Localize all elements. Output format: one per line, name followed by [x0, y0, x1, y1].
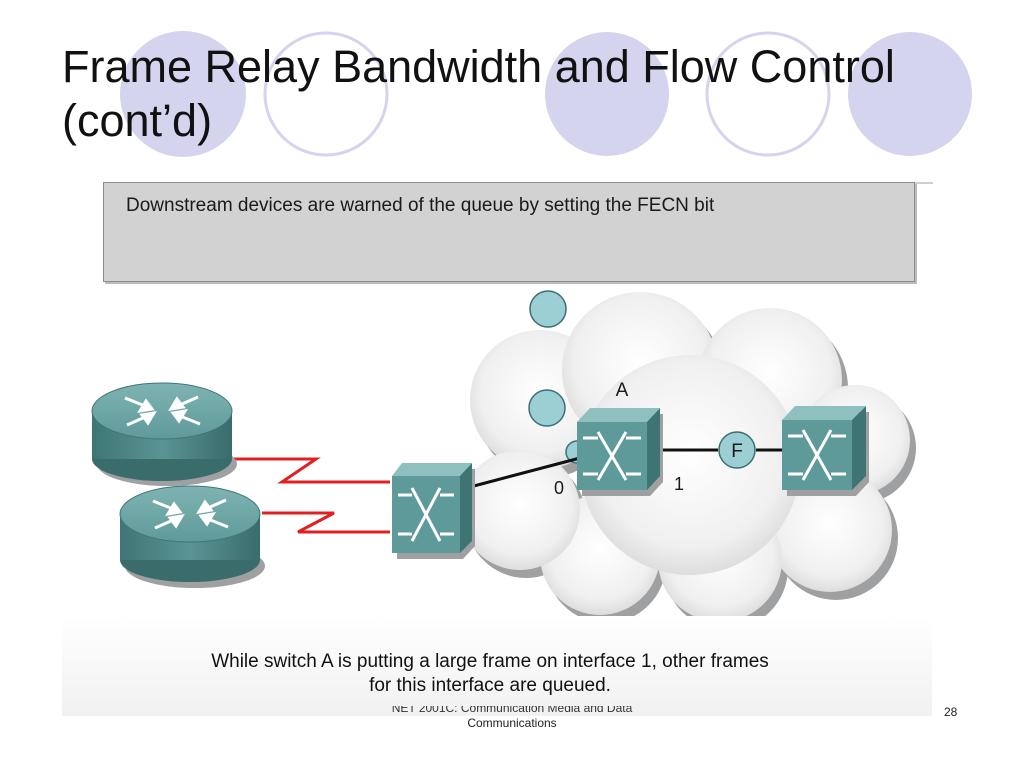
diagram-caption: While switch A is putting a large frame …	[100, 650, 880, 698]
slide-footer: NET 2001C: Communication Media and Data …	[352, 706, 672, 731]
page-number: 28	[944, 705, 958, 719]
frame-marker	[718, 431, 756, 469]
frame-label: F	[731, 441, 743, 462]
title-line-1: Frame Relay Bandwidth and Flow Control	[62, 41, 895, 92]
deco-circle	[848, 32, 972, 156]
callout-text: Downstream devices are warned of the que…	[126, 195, 715, 216]
router-lower	[119, 485, 265, 588]
queue-bubble-top	[529, 290, 567, 328]
serial-link-lower	[262, 511, 390, 534]
edge-switch	[392, 463, 475, 559]
caption-line-1: While switch A is putting a large frame …	[211, 651, 769, 672]
footer-line-1: NET 2001C: Communication Media and Data	[391, 706, 633, 715]
slide-title: Frame Relay Bandwidth and Flow Control (…	[62, 40, 982, 148]
deco-circle	[705, 31, 831, 157]
callout-edge-line	[915, 182, 933, 184]
switch-a-label: A	[616, 380, 629, 401]
callout-box: Downstream devices are warned of the que…	[103, 182, 915, 282]
caption-band	[62, 616, 932, 716]
deco-circle	[120, 31, 246, 157]
router-upper	[91, 382, 237, 486]
serial-link-upper	[232, 457, 390, 484]
interface-0-label: 0	[554, 478, 564, 498]
title-line-2: (cont’d)	[62, 95, 213, 146]
interface-1-label: 1	[674, 474, 684, 494]
deco-circle	[545, 32, 669, 156]
switch-a	[577, 408, 663, 496]
footer-line-2: Communications	[467, 716, 557, 730]
link-edge-to-switch-a	[469, 456, 581, 489]
decorative-circles	[120, 31, 972, 157]
downstream-switch	[782, 406, 869, 496]
caption-line-2: for this interface are queued.	[369, 675, 611, 696]
queue-bubble-middle	[528, 389, 566, 427]
deco-circle	[263, 31, 389, 157]
